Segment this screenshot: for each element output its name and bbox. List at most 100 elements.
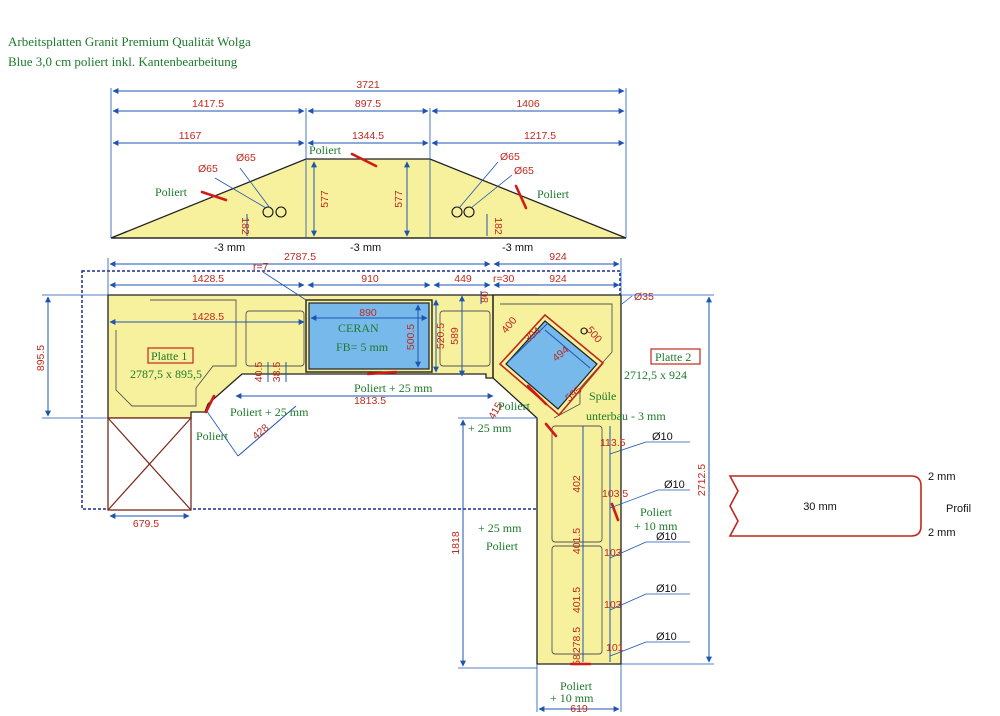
polish-mark (366, 370, 398, 376)
dim-seg-278: 278.5 (571, 627, 583, 653)
hole-offset-left: 182 (239, 217, 251, 235)
dim-width-lower: 1813.5 (354, 395, 386, 407)
note-poliert-center: Poliert (309, 143, 342, 157)
leader-line (609, 641, 647, 657)
profile-thickness: 30 mm (803, 501, 837, 513)
hole-left-b: Ø65 (198, 163, 218, 175)
note-plus10-right: + 10 mm (634, 519, 678, 533)
dim-ceran-h: 500.5 (405, 324, 417, 350)
profile-bottom: 2 mm (928, 527, 956, 539)
dim-seg3: 449 (454, 273, 472, 285)
dim-seg-101: 101 (606, 642, 624, 654)
note-poliert-left: Poliert (196, 429, 229, 443)
header-line-2: Blue 3,0 cm poliert inkl. Kantenbearbeit… (8, 54, 238, 69)
plan-view: CERAN FB= 5 mm 890 500.5 520.5 589 80 39… (35, 251, 714, 715)
hole-offset-right: 182 (492, 217, 504, 235)
inner-outline (439, 310, 491, 367)
dim-notch-a: 40.5 (253, 362, 265, 383)
note-plus10-bottom: + 10 mm (550, 691, 594, 705)
dim-r7: r=7 (253, 261, 269, 273)
hole-35: Ø35 (634, 291, 654, 303)
outlet-hole (275, 206, 287, 218)
dim-height-1: 577 (319, 190, 331, 208)
sink-cutout (505, 320, 598, 410)
dim-overall-width: 2787.5 (284, 251, 316, 263)
hole-10-c: Ø10 (656, 531, 677, 543)
dim-seg-402: 402 (571, 475, 583, 493)
dim-line (237, 405, 297, 457)
note-poliert-right: Poliert (537, 187, 570, 201)
inner-outline (500, 303, 613, 419)
note-mm-center: -3 mm (350, 242, 381, 254)
inner-outline (245, 310, 305, 367)
sink-cutout-outer (498, 313, 605, 417)
dim-notch-b: 38.5 (271, 362, 283, 383)
header-line-1: Arbeitsplatten Granit Premium Qualität W… (8, 34, 251, 49)
dim-seg-401a: 401.5 (571, 528, 583, 554)
note-plus25: + 25 mm (468, 421, 512, 435)
ceran-cutout-outer (305, 299, 433, 373)
polish-mark (544, 422, 558, 438)
profile-top: 2 mm (928, 471, 956, 483)
dim-height-2: 577 (393, 190, 405, 208)
platte-2-label: Platte 2 (655, 350, 691, 364)
leader-line (621, 295, 633, 305)
spuele-label: Spüle (589, 389, 616, 403)
dim-seg4: 924 (549, 273, 567, 285)
profile-label: Profil (946, 503, 971, 515)
dim-opening-h2: 589 (449, 327, 461, 345)
dim-seg1: 1428.5 (192, 273, 224, 285)
platte-1-label: Platte 1 (151, 349, 187, 363)
note-poliert-bottom: Poliert (560, 679, 593, 693)
dim-opening-h: 520.5 (435, 323, 447, 349)
dim-middle: 897.5 (355, 98, 381, 110)
dim-seg-113: 113.5 (600, 437, 626, 449)
note-poliert-25-center: Poliert + 25 mm (354, 381, 433, 395)
ceran-label: CERAN (338, 321, 379, 335)
cross-line (107, 417, 192, 511)
polish-mark (526, 384, 548, 406)
dim-line (544, 329, 591, 369)
leader-line (609, 489, 659, 509)
leader-line (609, 441, 647, 455)
polish-mark (200, 190, 228, 202)
note-poliert-25-left: Poliert + 25 mm (230, 405, 309, 419)
dim-middle2: 1344.5 (352, 130, 384, 142)
ext-line (205, 409, 239, 457)
ceran-fb: FB= 5 mm (336, 340, 389, 354)
inner-outline (551, 545, 603, 655)
inner-outline (551, 425, 603, 543)
dim-height-left: 895.5 (35, 345, 47, 371)
hole-10-b: Ø10 (664, 479, 685, 491)
note-poliert-10-right: Poliert (640, 505, 673, 519)
leader-line (470, 174, 513, 209)
platte-1-size: 2787,5 x 895,5 (130, 367, 202, 381)
dim-overall-right: 924 (549, 251, 567, 263)
dim-bottom-619: 619 (570, 703, 588, 715)
polish-mark (350, 152, 378, 168)
hole-10-e: Ø10 (656, 631, 677, 643)
note-mm-right: -3 mm (502, 242, 533, 254)
hole-10-a: Ø10 (652, 431, 673, 443)
note-plus25-leg: + 25 mm (478, 521, 522, 535)
note-poliert-sink: Poliert (498, 399, 531, 413)
dim-right2: 1217.5 (524, 130, 556, 142)
dim-seg-103: 103.5 (602, 488, 628, 500)
dim-total-height: 2712.5 (696, 464, 708, 496)
polish-mark (204, 394, 216, 414)
dim-leg-length: 1818 (450, 531, 462, 555)
top-view: 3721 1417.5 897.5 1406 1167 1344.5 1217.… (110, 79, 627, 254)
outlet-hole (262, 206, 274, 218)
dim-diag-428: 428 (250, 422, 271, 443)
dim-80: 80 (479, 291, 491, 303)
ceran-cutout (308, 302, 430, 370)
polish-mark (514, 184, 528, 210)
leader-line (609, 593, 647, 611)
dim-r30: r=30 (493, 273, 514, 285)
unterbau-label: unterbau - 3 mm (586, 409, 666, 423)
dim-inner-seg1: 1428.5 (192, 311, 224, 323)
tap-hole (580, 327, 588, 335)
platte-2-size: 2712,5 x 924 (624, 368, 687, 382)
